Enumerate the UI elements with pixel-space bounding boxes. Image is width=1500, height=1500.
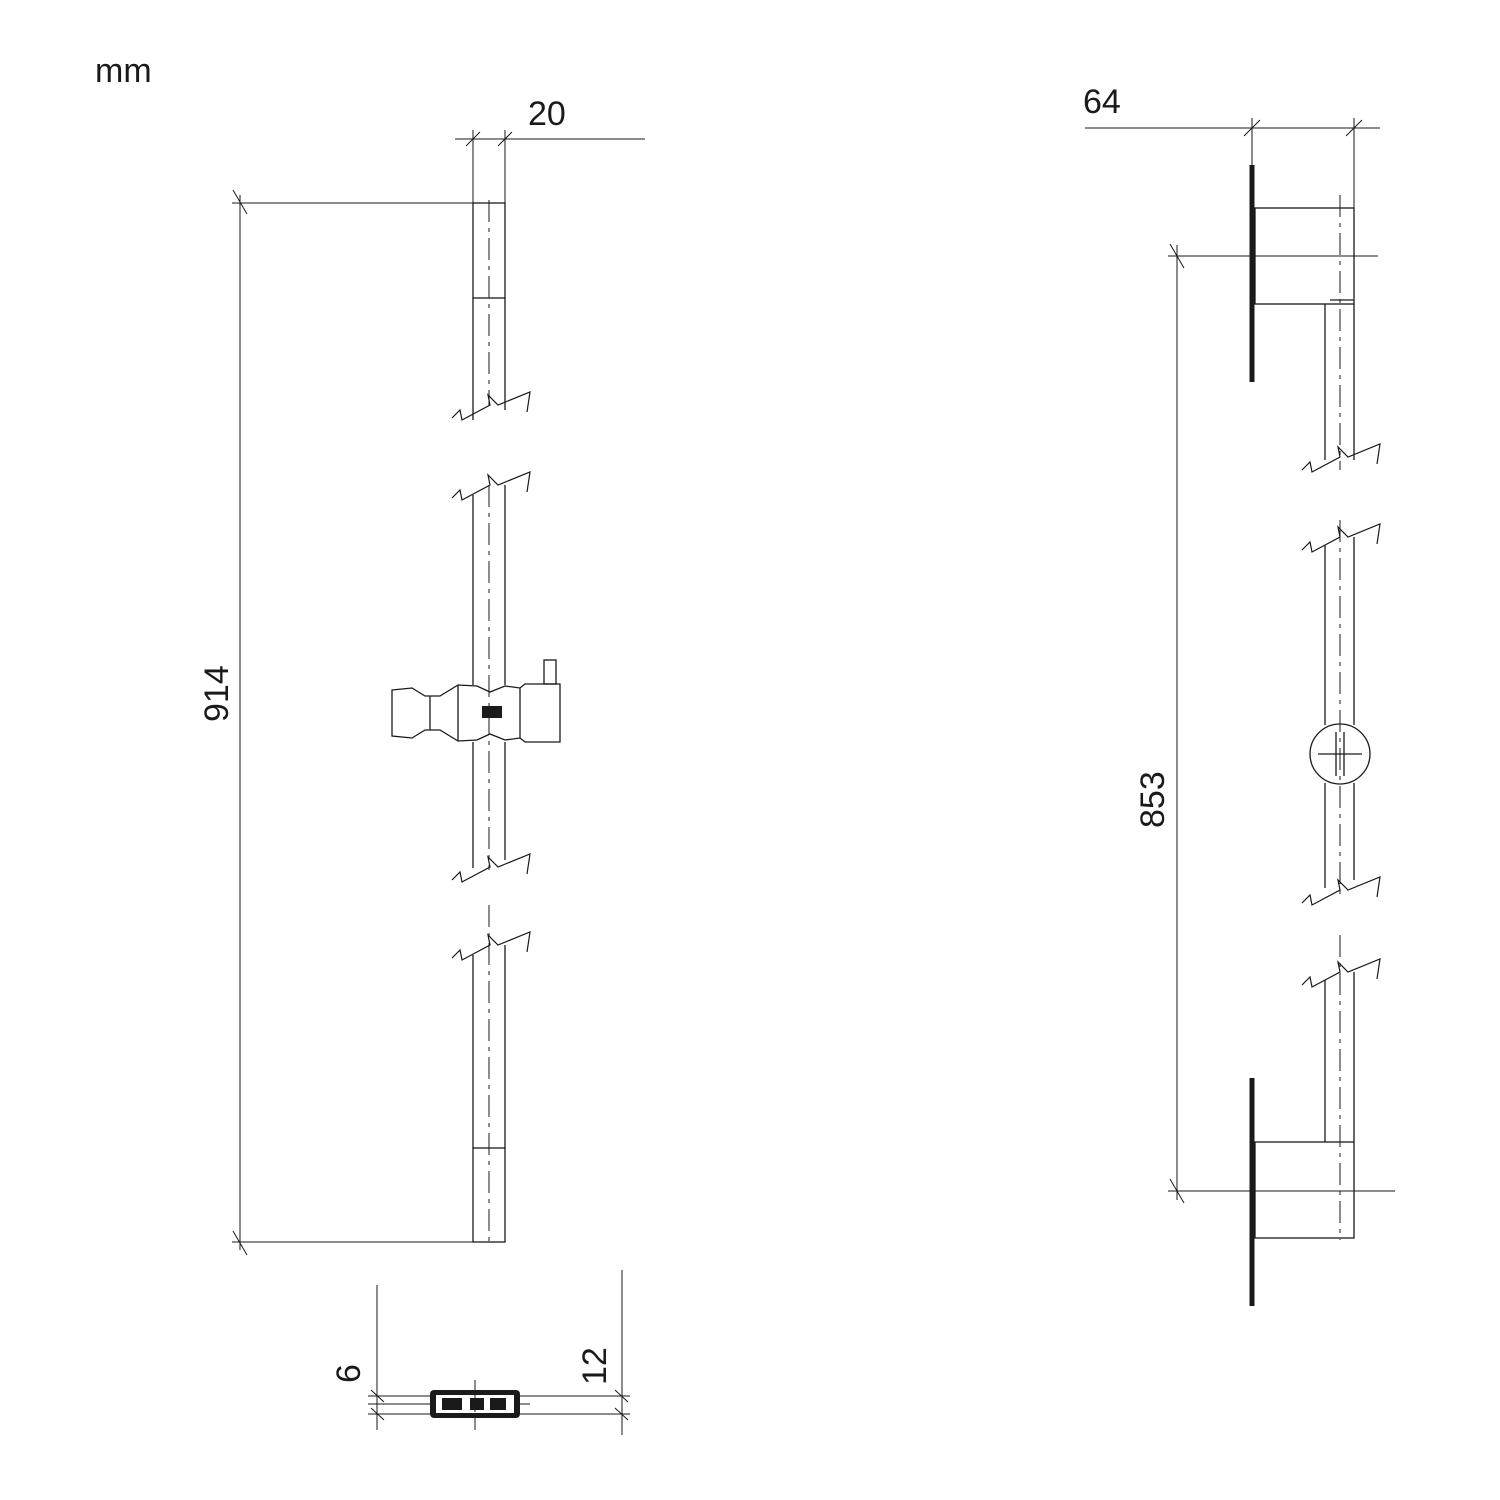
dimension-bar-diameter: 20 (455, 95, 645, 205)
dimension-hole-spacing: 853 (1134, 243, 1395, 1204)
dimension-label-12: 12 (576, 1347, 614, 1385)
dimension-label-20: 20 (528, 95, 566, 133)
dimension-label-914: 914 (198, 665, 236, 722)
slider-lock-button (482, 706, 502, 718)
slider-top-view: 6 12 (330, 1270, 630, 1435)
bar-segment-bottom (451, 905, 531, 1245)
bar-segment-middle (451, 471, 531, 883)
dimension-label-6: 6 (330, 1364, 368, 1383)
dimension-projection: 64 (1083, 83, 1380, 210)
wall-bracket-top (1249, 165, 1381, 473)
dimension-label-853: 853 (1134, 771, 1172, 828)
dimension-bar-length: 914 (198, 189, 490, 1256)
front-view: 20 914 (198, 95, 645, 1256)
side-view: 64 853 (1083, 83, 1395, 1306)
bar-segment-top (451, 200, 531, 421)
slider-end-view (1309, 723, 1371, 785)
bar-side-middle (1301, 520, 1381, 906)
wall-bracket-bottom (1249, 935, 1381, 1306)
unit-label: mm (95, 52, 152, 90)
dimension-label-64: 64 (1083, 83, 1121, 121)
slider-front (391, 659, 561, 743)
